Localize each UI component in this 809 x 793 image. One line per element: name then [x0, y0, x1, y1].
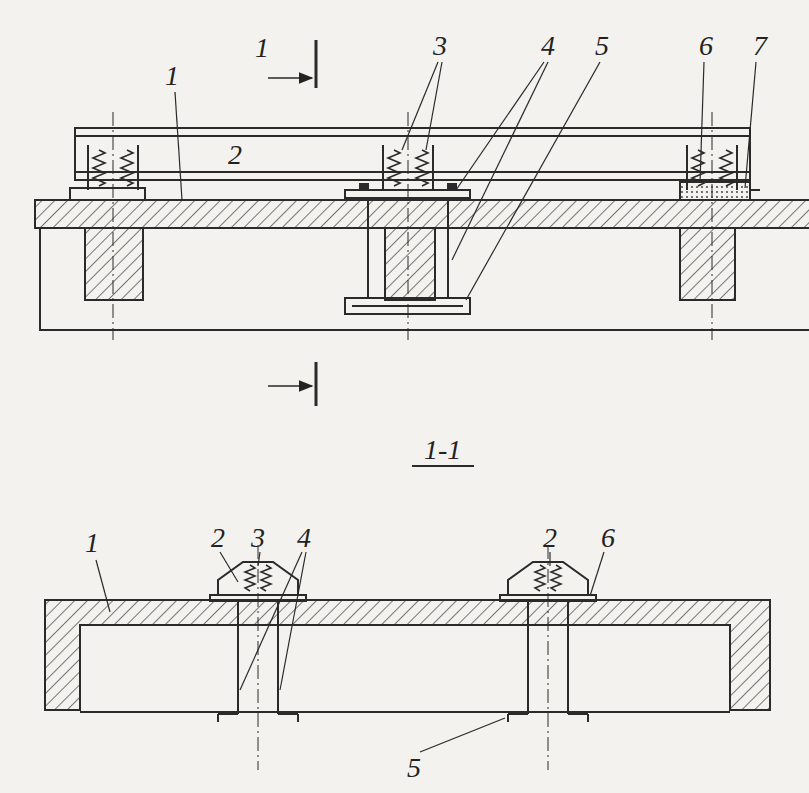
callout-number: 6	[699, 32, 713, 60]
section-title: 1-1	[424, 436, 461, 464]
callout-number: 2	[225, 141, 245, 169]
section-mark: 1	[255, 34, 269, 62]
callout-number: 5	[595, 32, 609, 60]
callout-number: 5	[407, 754, 421, 782]
callout-number: 1	[85, 529, 99, 557]
callout-number: 7	[753, 32, 767, 60]
callout-number: 2	[211, 524, 225, 552]
callout-number: 2	[543, 524, 557, 552]
callout-number: 4	[297, 524, 311, 552]
callout-number: 3	[433, 32, 447, 60]
callout-number: 3	[251, 524, 265, 552]
callout-number: 1	[165, 62, 179, 90]
callout-number: 4	[541, 32, 555, 60]
callout-number: 6	[601, 524, 615, 552]
